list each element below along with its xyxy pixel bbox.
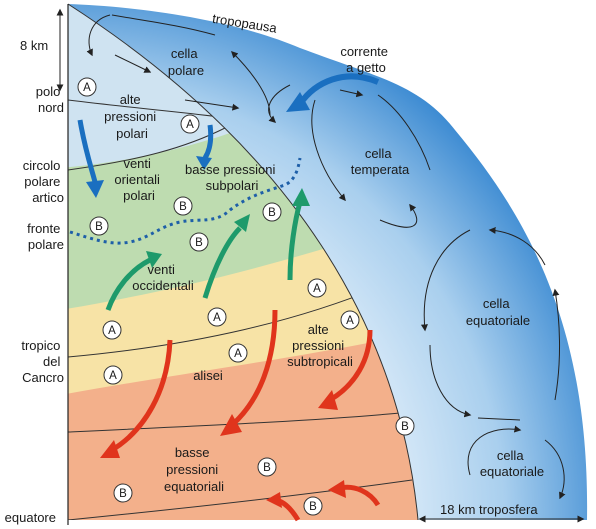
low-pressure-marker: B bbox=[89, 216, 109, 236]
low-pressure-marker: B bbox=[303, 496, 323, 516]
diagram-labels: cella polare corrente a getto polo nord … bbox=[5, 44, 544, 525]
north-pole-label: polo nord bbox=[36, 84, 64, 115]
high-pressure-marker: A bbox=[228, 343, 248, 363]
earth-surface-outline bbox=[67, 3, 419, 521]
tropic-of-cancer-line bbox=[68, 284, 386, 358]
svg-text:A: A bbox=[108, 325, 116, 337]
low-pressure-marker: B bbox=[262, 202, 282, 222]
svg-text:A: A bbox=[234, 348, 242, 360]
equatorial-cell-upper-label: cella equatoriale bbox=[466, 296, 530, 328]
svg-text:B: B bbox=[309, 501, 317, 513]
svg-text:B: B bbox=[119, 488, 127, 500]
low-pressure-marker: B bbox=[189, 232, 209, 252]
troposphere-18km-label: 18 km troposfera bbox=[440, 502, 538, 517]
subtropical-highs-label: alte pressioni subtropicali bbox=[287, 322, 353, 369]
svg-text:B: B bbox=[95, 221, 103, 233]
svg-text:B: B bbox=[268, 207, 276, 219]
westerlies-arrows bbox=[105, 188, 310, 311]
westerlies-label: venti occidentali bbox=[132, 262, 194, 293]
svg-text:A: A bbox=[213, 312, 221, 324]
polar-front-label: fronte polare bbox=[27, 221, 64, 252]
subtropical-boundary-line bbox=[68, 411, 411, 433]
pressure-markers: A A B B B B A A A A A A B B B B bbox=[77, 77, 415, 516]
low-pressure-marker: B bbox=[257, 457, 277, 477]
svg-text:A: A bbox=[186, 119, 194, 131]
trade-winds-label: alisei bbox=[193, 368, 223, 383]
height-8km-label: 8 km bbox=[20, 38, 48, 53]
high-pressure-marker: A bbox=[77, 77, 97, 97]
svg-text:A: A bbox=[83, 82, 91, 94]
arctic-circle-label: circolo polare artico bbox=[23, 158, 64, 205]
low-pressure-marker: B bbox=[395, 416, 415, 436]
svg-text:B: B bbox=[179, 201, 187, 213]
polar-easterlies-label: venti orientali polari bbox=[114, 156, 163, 203]
equatorial-cell-lower-label: cella equatoriale bbox=[480, 448, 544, 479]
high-pressure-marker: A bbox=[340, 310, 360, 330]
equatorial-lows-label: basse pressioni equatoriali bbox=[164, 445, 224, 494]
svg-text:B: B bbox=[263, 462, 271, 474]
temperate-cell-label: cella temperata bbox=[351, 146, 410, 177]
subpolar-lows-label: basse pressioni subpolari bbox=[185, 162, 279, 193]
high-pressure-marker: A bbox=[180, 114, 200, 134]
svg-text:B: B bbox=[401, 421, 409, 433]
low-pressure-marker: B bbox=[113, 483, 133, 503]
polar-easterlies-arrows bbox=[77, 119, 214, 198]
high-pressure-marker: A bbox=[207, 307, 227, 327]
equator-label: equatore bbox=[5, 510, 56, 525]
svg-text:A: A bbox=[313, 283, 321, 295]
atmosphere-band bbox=[68, 4, 588, 520]
cell-circulation-arrows bbox=[86, 14, 566, 500]
svg-text:B: B bbox=[195, 237, 203, 249]
low-pressure-marker: B bbox=[173, 196, 193, 216]
jet-stream-label: corrente a getto bbox=[340, 44, 391, 75]
tropic-of-cancer-label: tropico del Cancro bbox=[21, 338, 64, 385]
polar-front-line bbox=[69, 157, 302, 245]
polar-highs-label: alte pressioni polari bbox=[104, 92, 160, 141]
high-pressure-marker: A bbox=[102, 320, 122, 340]
high-pressure-marker: A bbox=[307, 278, 327, 298]
svg-text:A: A bbox=[109, 370, 117, 382]
jet-stream-arrowhead bbox=[286, 92, 310, 112]
jet-stream-arrow bbox=[297, 73, 380, 106]
high-pressure-marker: A bbox=[103, 365, 123, 385]
polar-cell-label: cella polare bbox=[168, 46, 204, 78]
trade-winds-arrows bbox=[100, 309, 381, 522]
svg-text:A: A bbox=[346, 315, 354, 327]
